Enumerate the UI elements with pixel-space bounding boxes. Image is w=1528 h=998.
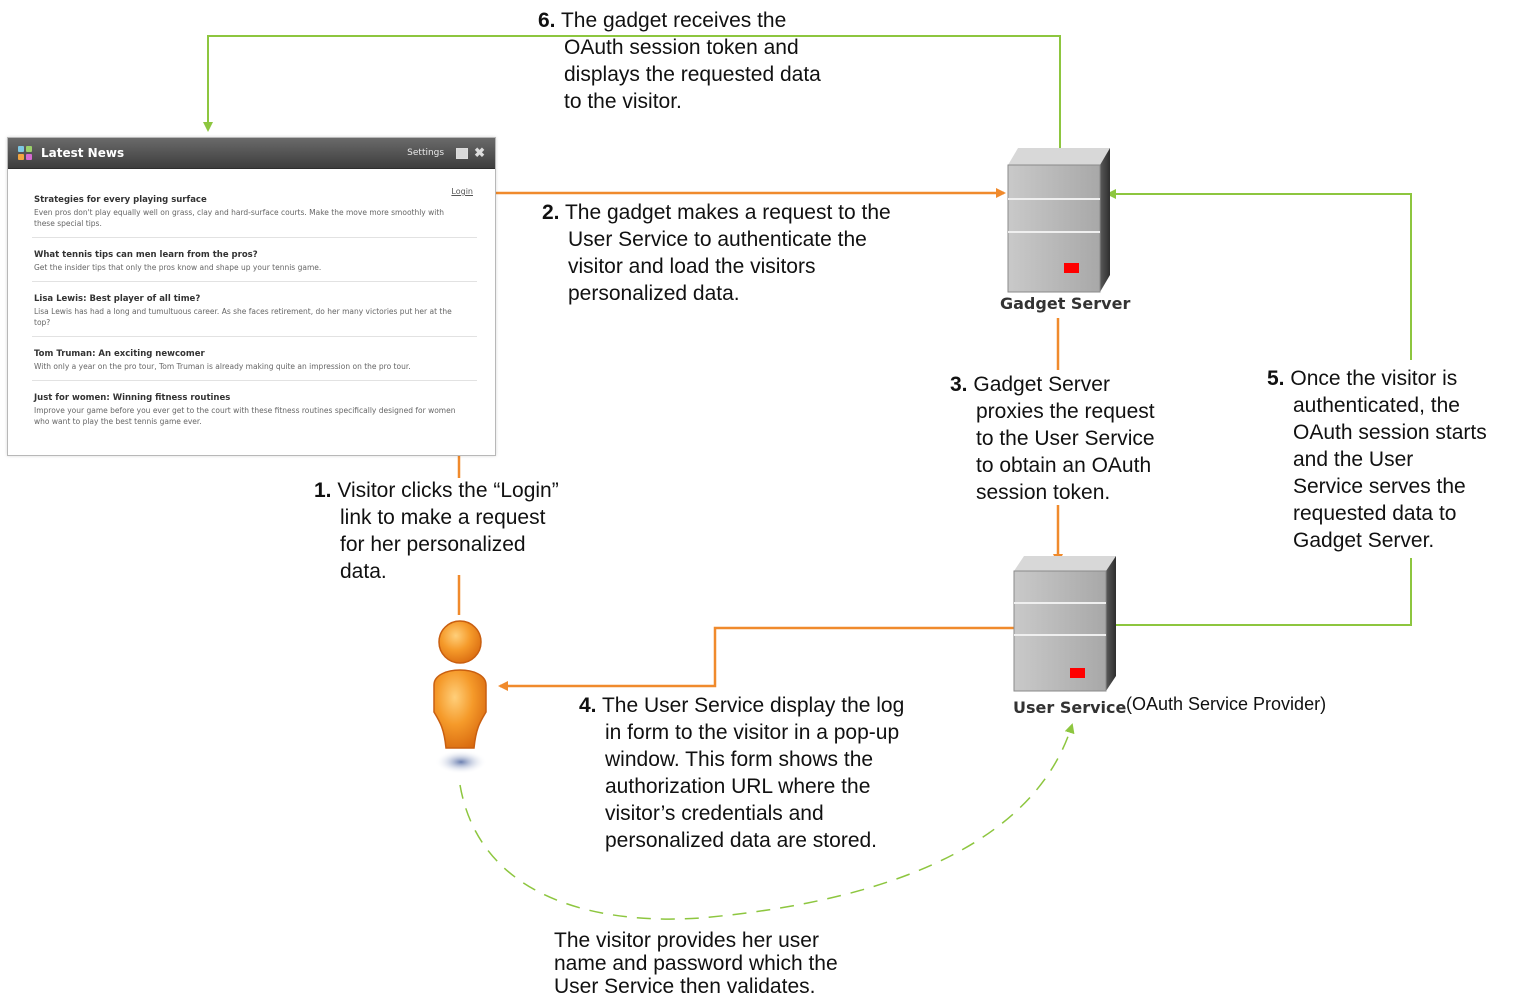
step-3-text: 3. Gadget Server proxies the request to … [950, 371, 1200, 506]
step-5-text: 5. Once the visitor is authenticated, th… [1267, 365, 1522, 554]
news-item[interactable]: What tennis tips can men learn from the … [32, 238, 477, 282]
arrow-step-6 [203, 35, 1061, 148]
step-body: The User Service display the log in form… [601, 694, 905, 852]
close-icon[interactable]: ✖ [474, 145, 485, 160]
news-headline[interactable]: Lisa Lewis: Best player of all time? [34, 294, 201, 304]
user-service-label: User Service [1013, 698, 1127, 717]
validation-note: The visitor provides her user name and p… [554, 929, 838, 998]
news-description: With only a year on the pro tour, Tom Tr… [34, 362, 411, 371]
login-link[interactable]: Login [451, 187, 473, 196]
minimize-icon[interactable] [456, 147, 469, 159]
step-body: Visitor clicks the “Login” link to make … [337, 479, 559, 583]
step-number: 4. [579, 694, 597, 717]
step-body: The gadget receives the OAuth session to… [560, 9, 821, 113]
step-2-text: 2. The gadget makes a request to the Use… [542, 199, 952, 307]
news-description: Improve your game before you ever get to… [34, 406, 456, 426]
step-number: 3. [950, 373, 968, 396]
arrow-validation [459, 723, 1075, 920]
step-number: 6. [538, 9, 556, 32]
news-item[interactable]: Lisa Lewis: Best player of all time? Lis… [32, 282, 477, 337]
news-description: Lisa Lewis has had a long and tumultuous… [34, 307, 452, 327]
latest-news-gadget: Latest News Settings ✖ Login Strategies … [7, 137, 496, 456]
user-service-note: (OAuth Service Provider) [1126, 694, 1327, 714]
step-1-text: 1. Visitor clicks the “Login” link to ma… [314, 477, 614, 585]
step-number: 1. [314, 479, 332, 502]
step-6-text: 6. The gadget receives the OAuth session… [538, 7, 878, 115]
arrow-step-4 [498, 626, 1014, 691]
step-body: The gadget makes a request to the User S… [564, 201, 891, 305]
news-headline[interactable]: Tom Truman: An exciting newcomer [34, 349, 205, 359]
news-description: Get the insider tips that only the pros … [34, 263, 322, 272]
gadget-server-label: Gadget Server [1000, 294, 1131, 313]
step-4-text: 4. The User Service display the log in f… [579, 692, 959, 854]
gadget-header: Latest News Settings ✖ [8, 138, 495, 169]
gadget-server-icon [1007, 148, 1110, 293]
news-item[interactable]: Just for women: Winning fitness routines… [32, 381, 477, 435]
news-item[interactable]: Strategies for every playing surface Eve… [32, 183, 477, 238]
step-body: Once the visitor is authenticated, the O… [1290, 367, 1487, 552]
user-service-server-icon [1013, 556, 1116, 692]
gadget-title: Latest News [41, 146, 125, 160]
visitor-person-icon [433, 620, 487, 774]
gadget-body: Login Strategies for every playing surfa… [8, 169, 495, 435]
news-headline[interactable]: Just for women: Winning fitness routines [34, 393, 231, 403]
step-body: Gadget Server proxies the request to the… [973, 373, 1155, 504]
settings-link[interactable]: Settings [407, 148, 445, 158]
news-headline[interactable]: Strategies for every playing surface [34, 195, 207, 205]
news-item[interactable]: Tom Truman: An exciting newcomer With on… [32, 337, 477, 381]
step-number: 2. [542, 201, 560, 224]
gadget-logo-icon [18, 146, 32, 160]
step-number: 5. [1267, 367, 1285, 390]
arrow-step-5 [1100, 194, 1412, 626]
news-headline[interactable]: What tennis tips can men learn from the … [34, 250, 258, 260]
news-description: Even pros don't play equally well on gra… [34, 208, 445, 228]
